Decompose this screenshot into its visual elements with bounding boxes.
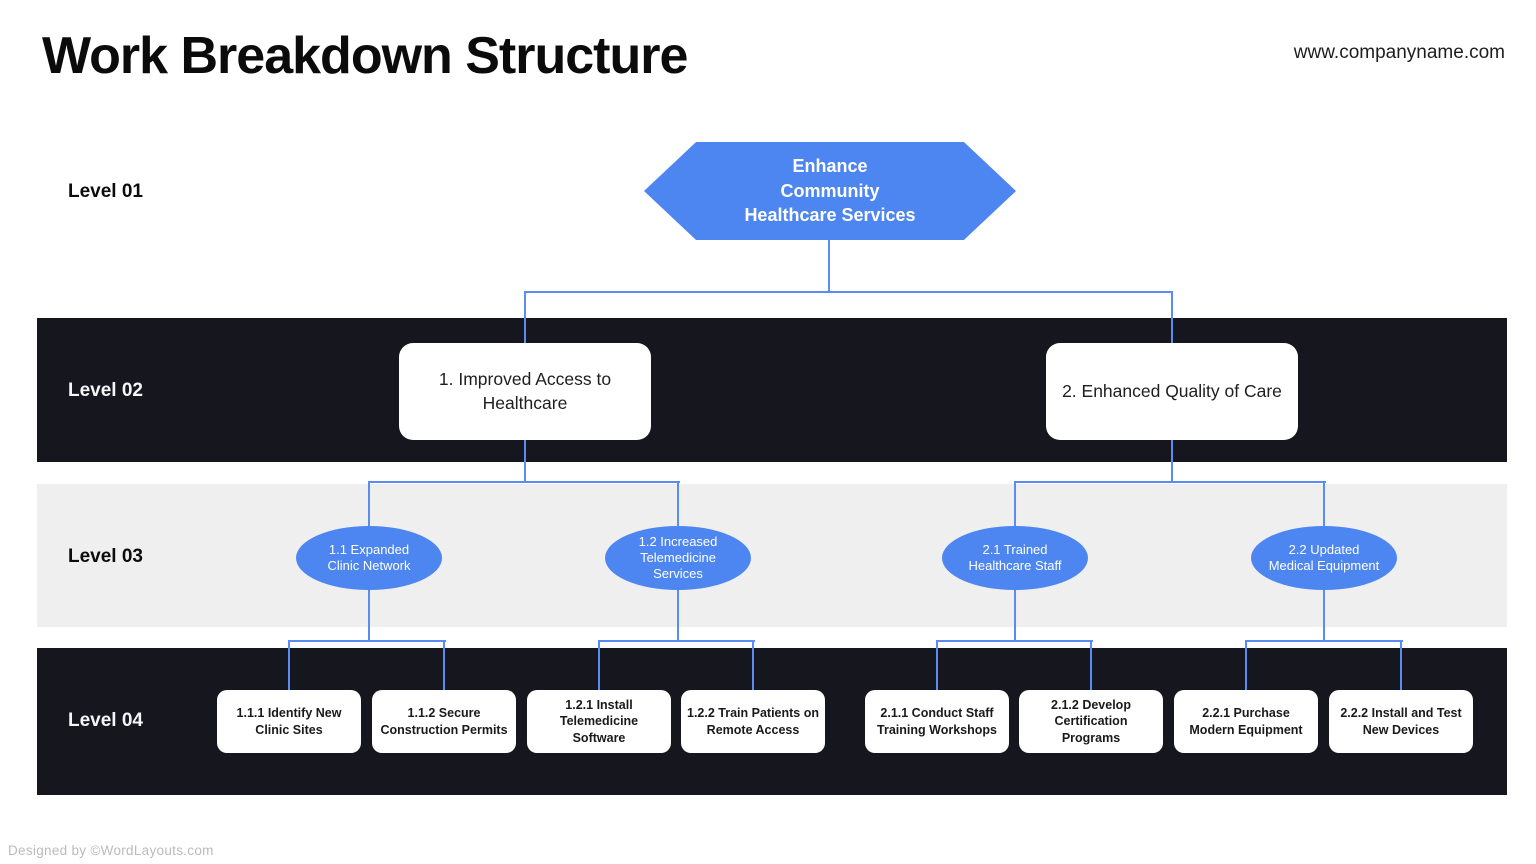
task-node-2-1-2: 2.1.2 Develop Certification Programs xyxy=(1019,690,1163,753)
connector-rail-group11 xyxy=(288,640,446,642)
deliverable-node-2: 2. Enhanced Quality of Care xyxy=(1046,343,1298,440)
connector-rail-level2 xyxy=(524,291,1173,293)
connector-drop-ellipse22 xyxy=(1323,481,1325,527)
connector-ellipse21-down xyxy=(1014,589,1016,642)
connector-drop-ellipse12 xyxy=(677,481,679,527)
designer-credit: Designed by ©WordLayouts.com xyxy=(8,843,214,858)
task-node-1-2-2: 1.2.2 Train Patients on Remote Access xyxy=(681,690,825,753)
connector-ellipse22-down xyxy=(1323,589,1325,642)
workpackage-node-2-1: 2.1 Trained Healthcare Staff xyxy=(942,526,1088,590)
task-node-2-2-1: 2.2.1 Purchase Modern Equipment xyxy=(1174,690,1318,753)
workpackage-node-1-2: 1.2 Increased Telemedicine Services xyxy=(605,526,751,590)
level3-label: Level 03 xyxy=(68,546,143,567)
task-node-1-1-1: 1.1.1 Identify New Clinic Sites xyxy=(217,690,361,753)
root-node-hexagon: Enhance Community Healthcare Services xyxy=(644,142,1016,240)
connector-root-drop xyxy=(828,240,830,292)
connector-drop-task111 xyxy=(288,640,290,690)
connector-drop-task222 xyxy=(1400,640,1402,690)
connector-drop-task122 xyxy=(752,640,754,690)
task-node-1-1-2: 1.1.2 Secure Construction Permits xyxy=(372,690,516,753)
task-node-2-1-1: 2.1.1 Conduct Staff Training Workshops xyxy=(865,690,1009,753)
connector-drop-task212 xyxy=(1090,640,1092,690)
connector-drop-box2 xyxy=(1171,291,1173,344)
page-title: Work Breakdown Structure xyxy=(42,27,688,85)
connector-drop-task221 xyxy=(1245,640,1247,690)
level2-label: Level 02 xyxy=(68,380,143,401)
connector-rail-group22 xyxy=(1245,640,1403,642)
connector-rail-level3-left xyxy=(368,481,680,483)
connector-drop-task211 xyxy=(936,640,938,690)
workpackage-node-2-2: 2.2 Updated Medical Equipment xyxy=(1251,526,1397,590)
connector-drop-task121 xyxy=(598,640,600,690)
connector-rail-level3-right xyxy=(1014,481,1326,483)
connector-drop-ellipse11 xyxy=(368,481,370,527)
level4-label: Level 04 xyxy=(68,710,143,731)
connector-box2-down xyxy=(1171,440,1173,482)
connector-drop-box1 xyxy=(524,291,526,344)
connector-rail-group12 xyxy=(598,640,755,642)
deliverable-node-1: 1. Improved Access to Healthcare xyxy=(399,343,651,440)
task-node-1-2-1: 1.2.1 Install Telemedicine Software xyxy=(527,690,671,753)
connector-drop-ellipse21 xyxy=(1014,481,1016,527)
workpackage-node-1-1: 1.1 Expanded Clinic Network xyxy=(296,526,442,590)
connector-rail-group21 xyxy=(936,640,1093,642)
connector-ellipse12-down xyxy=(677,589,679,642)
connector-ellipse11-down xyxy=(368,589,370,642)
task-node-2-2-2: 2.2.2 Install and Test New Devices xyxy=(1329,690,1473,753)
company-website-text: www.companyname.com xyxy=(1293,42,1505,63)
connector-box1-down xyxy=(524,440,526,482)
connector-drop-task112 xyxy=(443,640,445,690)
level1-label: Level 01 xyxy=(68,181,143,202)
